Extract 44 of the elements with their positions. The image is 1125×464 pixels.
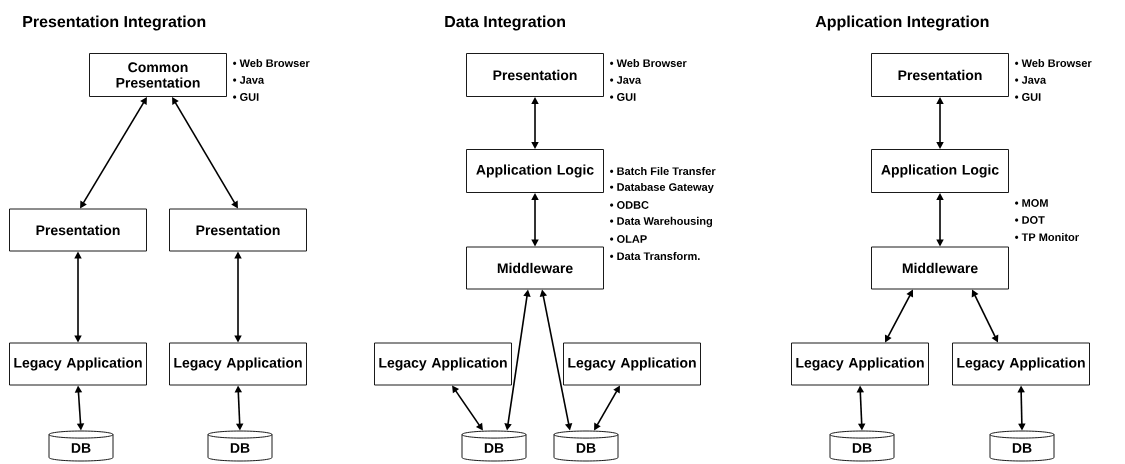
bullet-text: • Java <box>233 76 265 84</box>
bullet-text: • Web Browser <box>610 58 687 68</box>
bullet-text: • TP Monitor <box>1015 232 1079 242</box>
panel-heading: Data Integration <box>445 15 565 31</box>
process-box: Presentation <box>169 208 307 252</box>
process-box: Legacy Application <box>791 342 929 386</box>
database-cylinder: DB <box>553 430 619 462</box>
bullet-text: • Java <box>1015 76 1047 84</box>
process-box: Legacy Application <box>374 342 512 386</box>
panel-heading: Application Integration <box>815 15 989 31</box>
database-cylinder: DB <box>461 430 527 462</box>
bullet-text: • Data Warehousing <box>610 216 713 228</box>
process-box: Middleware <box>466 246 604 290</box>
process-box: Middleware <box>871 246 1009 290</box>
database-cylinder: DB <box>207 430 273 462</box>
database-cylinder: DB <box>989 430 1055 462</box>
database-cylinder: DB <box>829 430 895 462</box>
bullet-text: • MOM <box>1015 199 1048 207</box>
database-cylinder: DB <box>48 430 114 462</box>
bullet-text: • Web Browser <box>1015 58 1092 68</box>
process-box: Presentation <box>466 53 604 97</box>
arrow <box>531 97 539 149</box>
bullet-text: • Batch File Transfer <box>610 166 716 176</box>
process-box: Legacy Application <box>9 342 147 386</box>
process-box: Legacy Application <box>169 342 307 386</box>
bullet-text: • GUI <box>610 93 636 101</box>
process-box: Application Logic <box>466 149 604 193</box>
bullet-text: • OLAP <box>610 235 647 243</box>
bullet-text: • DOT <box>1015 216 1045 224</box>
panel-heading: Presentation Integration <box>23 15 206 31</box>
bullet-text: • Database Gateway <box>610 182 714 194</box>
bullet-text: • Java <box>610 76 642 84</box>
process-box: Common Presentation <box>89 53 227 97</box>
process-box: Presentation <box>9 208 147 252</box>
process-box: Legacy Application <box>952 342 1090 386</box>
bullet-text: • Data Transform. <box>610 251 700 261</box>
bullet-text: • Web Browser <box>233 58 310 68</box>
process-box: Legacy Application <box>563 342 701 386</box>
process-box: Presentation <box>871 53 1009 97</box>
bullet-text: • GUI <box>1015 93 1041 101</box>
bullet-text: • ODBC <box>610 201 649 209</box>
bullet-text: • GUI <box>233 93 259 101</box>
arrow <box>936 97 944 149</box>
process-box: Application Logic <box>871 149 1009 193</box>
